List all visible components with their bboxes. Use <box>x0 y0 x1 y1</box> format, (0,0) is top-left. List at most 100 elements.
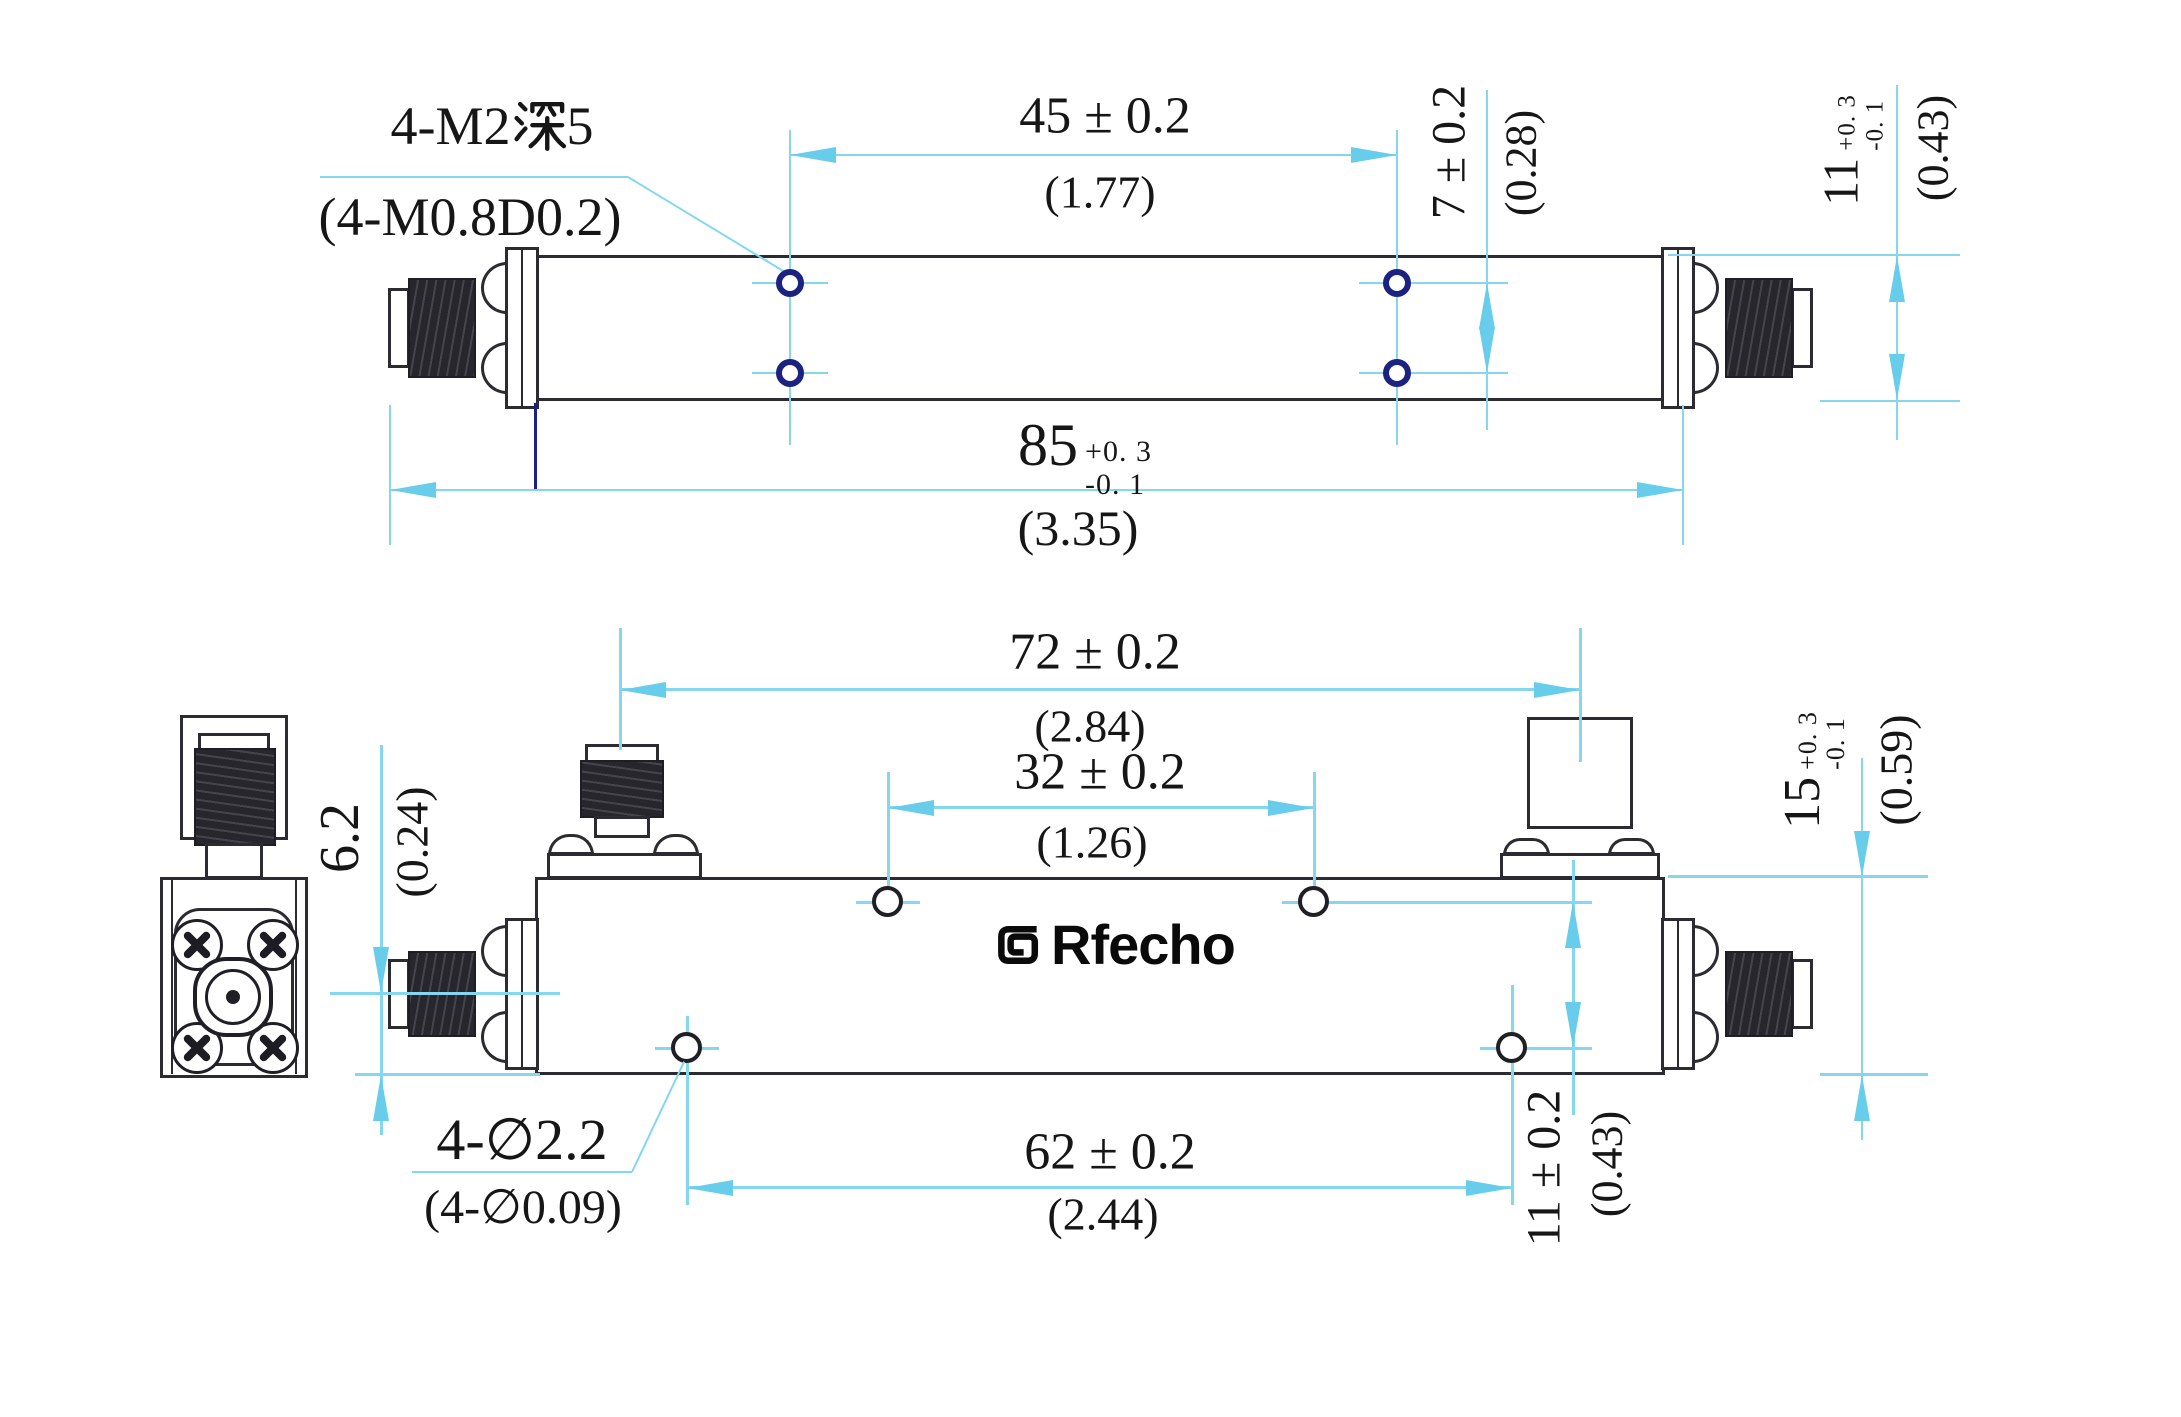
dim-85-navy-ext <box>534 403 537 491</box>
front-view-left-port-threads <box>580 760 664 818</box>
dim-62mm-arrow-up <box>373 1075 389 1121</box>
front-view-right-connector-threads <box>1725 951 1793 1037</box>
dim-85-tolerance: +0. 3-0. 1 <box>1085 435 1152 501</box>
dim-7-ext-bottom <box>1412 372 1508 374</box>
dim-72-mm: 72 ± 0.2 <box>1009 623 1181 681</box>
rfecho-logo-text: Rfecho <box>1051 913 1236 976</box>
dim-11t-arrow-up <box>1889 256 1905 302</box>
dim-11f-ext-top <box>1325 901 1592 904</box>
dim-62mm-ext-centerline <box>330 992 560 995</box>
dim-15-tolerance: +0. 3-0. 1 <box>1792 711 1851 770</box>
dim-72-line <box>620 688 1580 691</box>
end-view-screw-panel <box>174 908 294 1066</box>
front-view-left-port-shaft <box>594 816 650 838</box>
dim-15-ext-top <box>1668 875 1928 878</box>
end-view-connector-threads <box>194 748 276 846</box>
dim-11t-arrow-down <box>1889 354 1905 400</box>
dim-62mm-mm: 6.2 <box>309 803 371 873</box>
dim-72-arrow-left <box>620 682 666 698</box>
dim-15-arrow-up <box>1854 1075 1870 1121</box>
dim-32-mm: 32 ± 0.2 <box>1014 743 1186 801</box>
front-view-hole-bottom-right <box>1496 1032 1527 1063</box>
tapped-holes-note-inch: (4-M0.8D0.2) <box>318 187 622 247</box>
front-view-right-connector-flange-line <box>1677 921 1679 1067</box>
dim-72-ext-right <box>1579 628 1582 762</box>
dim-15-arrow-down <box>1854 831 1870 877</box>
dim-85-tol-plus: +0. 3 <box>1085 435 1152 469</box>
dim-15-value: 15 <box>1773 776 1831 829</box>
dim-11t-tol-minus: -0. 1 <box>1861 99 1888 151</box>
front-view-left-port-dome-left <box>548 834 594 855</box>
tapped-note-suffix: 5 <box>566 96 594 156</box>
top-view-right-connector-dome-upper <box>1691 262 1719 314</box>
dim-62-mm: 62 ± 0.2 <box>1024 1123 1196 1181</box>
front-view-hole-top-left <box>872 886 903 917</box>
top-view-right-connector-flange-line <box>1677 250 1679 406</box>
dim-11t-tolerance: +0. 3-0. 1 <box>1834 94 1889 151</box>
dim-85-arrow-left <box>390 482 436 498</box>
end-view-neck <box>205 843 263 879</box>
top-view-left-connector-threads <box>408 278 476 378</box>
front-view-hole-top-right <box>1298 886 1329 917</box>
dim-11t-tol-plus: +0. 3 <box>1833 94 1861 151</box>
dim-85-mm: 85+0. 3-0. 1 <box>1018 411 1152 501</box>
brand-logo: Rfecho <box>993 912 1236 977</box>
dim-62mm-inch: (0.24) <box>386 786 438 898</box>
dim-62-line <box>687 1186 1512 1189</box>
top-view-right-connector-tip <box>1791 288 1813 368</box>
dim-45-line <box>790 154 1397 156</box>
top-view-hole-bottom-right <box>1383 359 1411 387</box>
end-view-body-inner-line-left <box>171 880 173 1074</box>
dim-11t-inch: (0.43) <box>1908 94 1958 202</box>
top-view-hole-bottom-left <box>776 359 804 387</box>
dim-32-inch: (1.26) <box>1036 816 1148 868</box>
dim-62-arrow-right <box>1466 1180 1512 1196</box>
dim-11f-inch: (0.43) <box>1582 1110 1632 1218</box>
dim-62-ext-right <box>1511 985 1514 1205</box>
end-view-body-inner-line-right <box>295 880 297 1074</box>
dim-11t-ext-top <box>1668 254 1960 256</box>
dim-32-arrow-left <box>888 800 934 816</box>
dim-85-arrow-right <box>1637 482 1683 498</box>
dim-32-arrow-right <box>1268 800 1314 816</box>
tapped-note-prefix: 4-M2 <box>390 96 511 156</box>
dim-62mm-ext-bottom <box>355 1073 540 1076</box>
dim-85-value: 85 <box>1018 411 1079 478</box>
tapped-note-leader-underline <box>320 176 628 178</box>
dim-15-tol-plus: +0. 3 <box>1792 711 1822 770</box>
dim-15-mm: 15 +0. 3-0. 1 <box>1773 711 1851 829</box>
dim-62mm-arrow-down <box>373 947 389 993</box>
dim-11f-line <box>1572 860 1575 1115</box>
dim-62-arrow-left <box>687 1180 733 1196</box>
dim-32-ext-left <box>887 772 890 916</box>
dim-7-mm: 7 ± 0.2 <box>1422 84 1476 220</box>
through-holes-note-inch: (4-∅0.09) <box>424 1181 622 1234</box>
dim-7-ext-top <box>1412 282 1508 284</box>
dim-15-ext-bottom <box>1820 1073 1928 1076</box>
top-view-hole-top-left <box>776 269 804 297</box>
dim-15-line <box>1861 758 1863 1140</box>
dim-11f-arrow-down <box>1565 1002 1581 1048</box>
front-view-left-port-pad <box>547 853 702 879</box>
dim-72-inch: (2.84) <box>1034 700 1146 752</box>
dim-7-inch: (0.28) <box>1496 109 1546 217</box>
top-view-left-connector-flange-line <box>521 250 523 406</box>
cjk-shen-glyph <box>514 101 567 151</box>
dim-85-inch: (3.35) <box>1017 500 1139 556</box>
top-view-hole-top-right <box>1383 269 1411 297</box>
dim-85-line <box>390 489 1683 491</box>
dim-85-ext-left <box>389 405 391 545</box>
hole-crosshair-line <box>1396 245 1398 445</box>
dim-11t-mm: 11+0. 3-0. 1 <box>1812 94 1889 206</box>
dim-85-ext-right <box>1682 405 1684 545</box>
dim-32-ext-right <box>1313 772 1316 916</box>
dim-7-arrow-up <box>1479 283 1495 329</box>
top-view-left-connector-tip <box>388 288 410 368</box>
through-note-leader-diagonal <box>631 1061 686 1173</box>
dim-45-arrow-left <box>790 147 836 163</box>
dim-45-arrow-right <box>1351 147 1397 163</box>
dim-11f-arrow-up <box>1565 902 1581 948</box>
through-note-leader-underline <box>412 1171 632 1173</box>
dim-72-arrow-right <box>1534 682 1580 698</box>
dim-11t-ext-bottom <box>1820 400 1960 402</box>
